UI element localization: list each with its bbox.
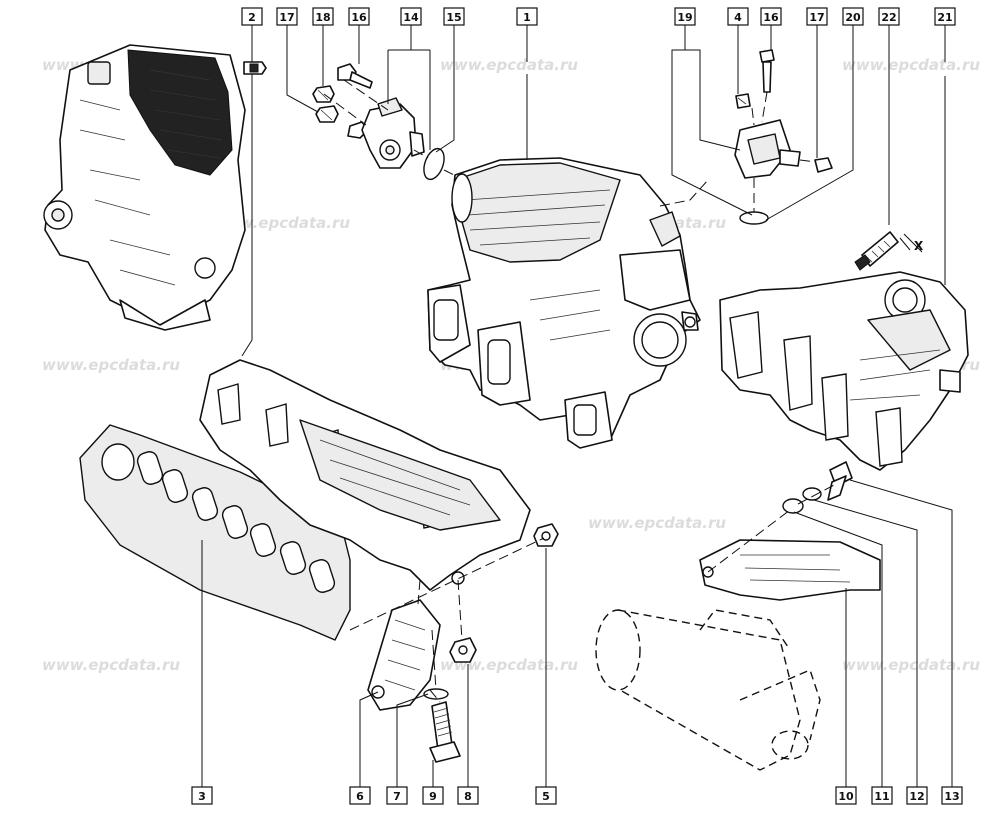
callout-1: 1 [516, 7, 538, 26]
watermark-text: www.epcdata.ru [212, 214, 350, 232]
callout-18-text: 18 [315, 11, 330, 24]
bolt-part-13 [827, 461, 853, 501]
callout-14: 14 [400, 7, 422, 26]
callout-16b: 16 [760, 7, 782, 26]
callout-4: 4 [727, 7, 749, 26]
callout-20: 20 [842, 7, 864, 26]
callout-1-text: 1 [523, 11, 531, 24]
bracket-part-6 [367, 599, 441, 711]
callout-20-text: 20 [845, 11, 861, 24]
nut-part-8 [449, 637, 477, 663]
callout-3: 3 [191, 786, 213, 805]
callout-22: 22 [878, 7, 900, 26]
nuts-part-17-18 [312, 85, 339, 123]
starter-motor-ghost [595, 609, 821, 771]
callout-16b-text: 16 [763, 11, 779, 24]
callout-10: 10 [835, 786, 857, 805]
manifold-part-21 [719, 271, 969, 471]
watermark-text: www.epcdata.ru [440, 56, 578, 74]
callout-6: 6 [349, 786, 371, 805]
callout-11-text: 11 [874, 790, 889, 803]
callout-15-text: 15 [446, 11, 461, 24]
callout-14-text: 14 [403, 11, 419, 24]
idle-valve-assembly-14 [337, 63, 425, 169]
callout-13-text: 13 [944, 790, 959, 803]
callout-22-text: 22 [881, 11, 896, 24]
callout-11: 11 [871, 786, 893, 805]
callout-7-text: 7 [393, 790, 401, 803]
watermark-text: www.epcdata.ru [842, 56, 980, 74]
leader-lines [201, 25, 953, 788]
intake-manifold-part-1 [427, 157, 701, 449]
o-ring-part-15 [423, 147, 445, 181]
callout-17b-text: 17 [809, 11, 824, 24]
callout-17b: 17 [806, 7, 828, 26]
callout-9-text: 9 [429, 790, 437, 803]
callout-12: 12 [906, 786, 928, 805]
callout-19: 19 [674, 7, 696, 26]
watermark-text: www.epcdata.ru [42, 356, 180, 374]
callout-8: 8 [457, 786, 479, 805]
bracket-part-10 [699, 539, 881, 601]
callout-2-text: 2 [248, 11, 256, 24]
nut-part-5 [533, 523, 559, 547]
clip-part-2 [243, 61, 267, 75]
callout-2: 2 [241, 7, 263, 26]
callout-3-text: 3 [198, 790, 206, 803]
callout-7: 7 [386, 786, 408, 805]
watermark-text: www.epcdata.ru [440, 656, 578, 674]
callout-8-text: 8 [464, 790, 472, 803]
callout-17a: 17 [276, 7, 298, 26]
sensor-part-22: X [854, 231, 924, 271]
exhaust-manifold [199, 359, 531, 591]
callout-21-text: 21 [937, 11, 952, 24]
assembly-lines [323, 79, 837, 703]
watermark-text: www.epcdata.ru [588, 514, 726, 532]
callout-16a-text: 16 [351, 11, 367, 24]
bolt-part-9 [423, 688, 461, 763]
callout-12-text: 12 [909, 790, 924, 803]
gasket-part-3 [79, 424, 351, 641]
callout-16a: 16 [348, 7, 370, 26]
callout-5: 5 [535, 786, 557, 805]
callout-19-text: 19 [677, 11, 692, 24]
callout-13: 13 [941, 786, 963, 805]
watermark-text: www.epcdata.ru [842, 656, 980, 674]
watermark-text: www.epcdata.ru [42, 656, 180, 674]
callout-10-text: 10 [838, 790, 854, 803]
callout-9: 9 [422, 786, 444, 805]
sensor-assembly-4 [734, 49, 833, 225]
callout-6-text: 6 [356, 790, 364, 803]
callout-21: 21 [934, 7, 956, 26]
washers-part-11-12 [782, 487, 822, 514]
callout-17a-text: 17 [279, 11, 294, 24]
engine-overview [43, 44, 246, 331]
callout-5-text: 5 [542, 790, 550, 803]
callout-18: 18 [312, 7, 334, 26]
callout-15: 15 [443, 7, 465, 26]
callouts: 2 17 18 16 14 15 1 19 4 16 17 20 22 21 3… [191, 7, 963, 805]
callout-4-text: 4 [734, 11, 742, 24]
marker-x: X [914, 239, 924, 253]
